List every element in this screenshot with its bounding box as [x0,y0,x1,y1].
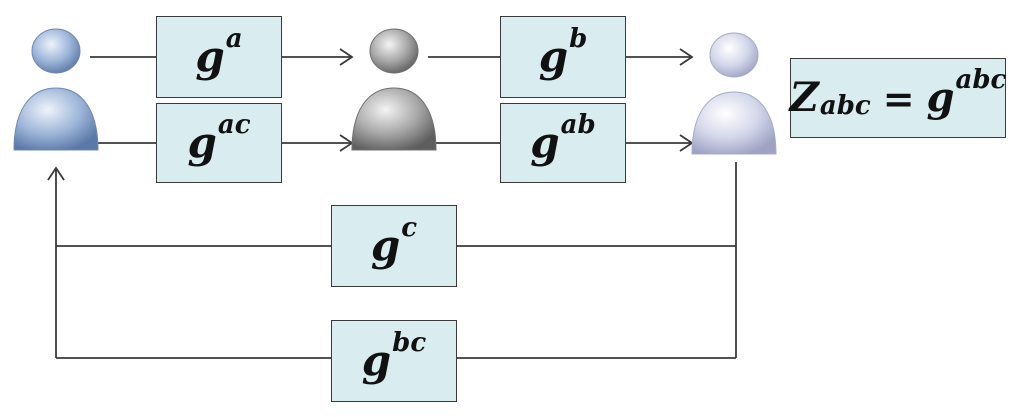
box-g-b-base: g [538,32,569,81]
box-g-ac-sup: ac [217,110,251,140]
box-g-ab-sup: ab [560,110,596,140]
box-g-bc-base: g [361,336,392,385]
box-g-c-base: g [370,221,401,270]
box-g-bc-sup: bc [392,328,427,358]
box-g-c-sup: c [401,213,418,243]
user-icon [13,28,99,151]
eq-lhs-sub: abc [819,91,871,121]
arrowhead-c-top [679,48,694,66]
box-g-b-sup: b [569,24,588,54]
eq-rhs-base: g [926,74,955,121]
eq-rhs-sup: abc [955,65,1007,95]
user-icon [351,28,437,151]
box-g-ac-base: g [187,118,217,167]
arrowhead-b-top [339,48,354,66]
user-icon [691,32,777,155]
box-g-a-sup: a [225,24,243,54]
box-g-ab-base: g [530,118,560,167]
box-g-a-base: g [195,32,225,81]
eq-lhs-base: Z [789,74,819,121]
arrowhead-a-return [47,166,65,181]
eq-operator: = [882,75,915,121]
